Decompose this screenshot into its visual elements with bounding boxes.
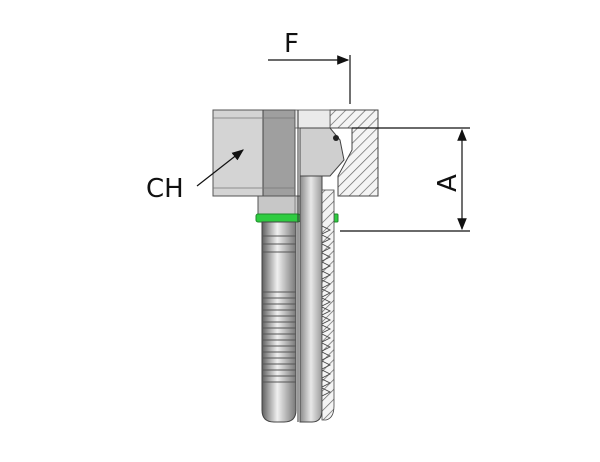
section-tooth-13	[321, 342, 332, 352]
section-tooth-5	[321, 270, 332, 280]
section-tooth-1	[321, 234, 332, 244]
section-tooth-14	[321, 351, 332, 361]
label-ch: CH	[146, 174, 184, 204]
section-tooth-7	[321, 288, 332, 298]
label-f: F	[284, 29, 299, 59]
nut-section	[294, 109, 379, 197]
dimension-a: A	[340, 127, 470, 232]
hose-tail-section	[299, 175, 335, 423]
ball-detent	[333, 135, 339, 141]
section-tooth-16	[321, 369, 332, 379]
section-tooth-15	[321, 360, 332, 370]
barb-ribs	[262, 235, 296, 383]
section-tooth-2	[321, 243, 332, 253]
label-a: A	[433, 174, 463, 192]
section-tooth-0	[321, 225, 332, 235]
section-tooth-11	[321, 324, 332, 334]
dimension-f: F	[268, 29, 351, 104]
section-tooth-6	[321, 279, 332, 289]
section-tooth-17	[321, 378, 332, 388]
nipple-head	[299, 127, 345, 177]
dimension-ch: CH	[146, 149, 244, 204]
section-tooth-12	[321, 333, 332, 343]
section-tooth-9	[321, 306, 332, 316]
hex-nut	[212, 109, 296, 197]
section-tooth-10	[321, 315, 332, 325]
section-tooth-4	[321, 261, 332, 271]
hose-tail	[261, 221, 297, 423]
section-tooth-8	[321, 297, 332, 307]
section-teeth	[321, 225, 332, 397]
section-tooth-3	[321, 252, 332, 262]
section-tooth-18	[321, 387, 332, 397]
